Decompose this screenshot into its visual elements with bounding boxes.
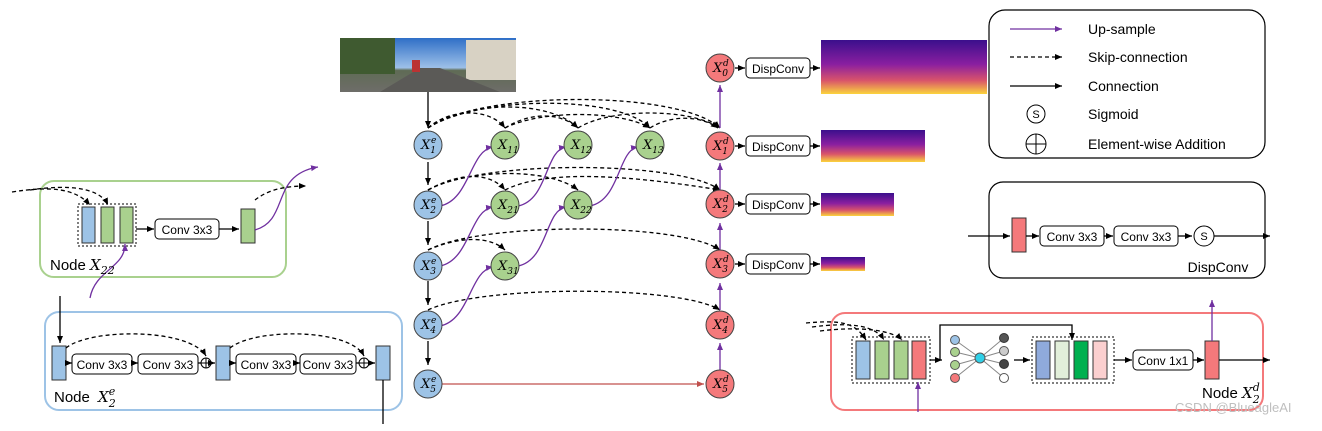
upsample-connections <box>439 85 723 372</box>
decoder-node-1-label: X1d <box>712 137 729 157</box>
encoder-node-5: X5e <box>413 369 443 399</box>
decoder-node-4: X4d <box>705 310 735 340</box>
legend-upsample-label: Up-sample <box>1088 21 1156 37</box>
node-x22-panel: Conv 3x3 Node X22 <box>11 165 319 299</box>
intermediate-node-11-label: X11 <box>497 138 519 156</box>
node-x2d-title: Node X2d <box>1202 381 1260 406</box>
decoder-node-0-label: X0d <box>712 59 729 79</box>
encoder-node-2: X2e <box>413 190 443 220</box>
encoder-node-5-label: X5e <box>420 375 436 395</box>
decoder-node-2-label: X2d <box>712 195 729 215</box>
dispconv-box-3: DispConv <box>745 253 811 275</box>
legend: Up-sample Skip-connection Connection S S… <box>988 9 1266 159</box>
sigmoid-icon: S <box>1026 104 1046 124</box>
legend-skip-label: Skip-connection <box>1088 49 1188 65</box>
node-x2d-panel: Conv 1x1 Node X2d <box>805 300 1270 412</box>
node-x2e-conv-3: Conv 3x3 <box>303 358 354 372</box>
legend-connection-label: Connection <box>1088 78 1159 94</box>
node-x2e-conv-0: Conv 3x3 <box>77 358 128 372</box>
disparity-map-2 <box>821 193 894 216</box>
node-x2e-panel: Conv 3x3 Conv 3x3 Conv 3x3 Conv 3x3 Node… <box>44 296 403 424</box>
node-x2e-conv-1: Conv 3x3 <box>143 358 194 372</box>
decoder-node-2: X2d <box>705 189 735 219</box>
encoder-node-4-label: X4e <box>420 316 436 336</box>
legend-addition-label: Element-wise Addition <box>1088 136 1226 152</box>
disparity-map-1 <box>821 130 925 162</box>
dispconv-panel-conv-1: Conv 3x3 <box>1121 230 1172 244</box>
decoder-node-3: X3d <box>705 249 735 279</box>
encoder-node-1: X1e <box>413 130 443 160</box>
dispconv-sigmoid-symbol: S <box>1200 231 1207 243</box>
legend-sigmoid-label: Sigmoid <box>1088 106 1139 122</box>
dispconv-label-2: DispConv <box>752 198 804 212</box>
encoder-node-2-label: X2e <box>420 196 436 216</box>
intermediate-node-21-label: X21 <box>497 198 519 216</box>
intermediate-node-12: X12 <box>563 130 593 160</box>
encoder-node-1-label: X1e <box>420 136 436 156</box>
dispconv-outputs <box>735 65 820 267</box>
sigmoid-symbol: S <box>1032 109 1039 121</box>
intermediate-node-22: X22 <box>563 190 593 220</box>
node-x22-conv: Conv 3x3 <box>162 223 213 237</box>
disparity-map-3 <box>821 257 865 271</box>
watermark: CSDN @BlueagleAI <box>1175 400 1292 415</box>
decoder-node-0: X0d <box>705 53 735 83</box>
intermediate-node-11: X11 <box>490 130 520 160</box>
intermediate-node-21: X21 <box>490 190 520 220</box>
disparity-map-0 <box>821 40 987 94</box>
intermediate-node-31-label: X31 <box>497 259 519 277</box>
intermediate-node-22-label: X22 <box>570 198 592 216</box>
addition-icon <box>200 357 212 369</box>
decoder-node-1: X1d <box>705 131 735 161</box>
addition-icon <box>1025 133 1047 155</box>
dispconv-box-0: DispConv <box>745 57 811 79</box>
encoder-node-3: X3e <box>413 251 443 281</box>
encoder-node-4: X4e <box>413 310 443 340</box>
skip-connections <box>427 98 721 311</box>
node-x2d-conv: Conv 1x1 <box>1138 354 1189 368</box>
decoder-node-5-label: X5d <box>712 375 729 395</box>
dispconv-panel-title: DispConv <box>1188 259 1249 275</box>
node-x2e-title: Node X2e <box>54 385 116 410</box>
dispconv-label-0: DispConv <box>752 62 804 76</box>
encoder-node-3-label: X3e <box>420 257 436 277</box>
node-x22-title: Node X22 <box>50 256 115 277</box>
decoder-node-4-label: X4d <box>712 316 729 336</box>
intermediate-node-13-label: X13 <box>642 138 664 156</box>
dispconv-panel-conv-0: Conv 3x3 <box>1047 230 1098 244</box>
decoder-node-5: X5d <box>705 369 735 399</box>
dispconv-panel: Conv 3x3 Conv 3x3 S DispConv <box>968 181 1270 279</box>
addition-icon <box>358 357 370 369</box>
input-road-image <box>340 38 516 92</box>
dispconv-label-1: DispConv <box>752 140 804 154</box>
decoder-node-3-label: X3d <box>712 255 729 275</box>
intermediate-node-13: X13 <box>635 130 665 160</box>
dispconv-box-2: DispConv <box>745 193 811 215</box>
dispconv-box-1: DispConv <box>745 135 811 157</box>
node-x2e-conv-2: Conv 3x3 <box>241 358 292 372</box>
intermediate-node-31: X31 <box>490 251 520 281</box>
intermediate-node-12-label: X12 <box>570 138 592 156</box>
dispconv-label-3: DispConv <box>752 258 804 272</box>
attention-graph <box>950 333 1009 383</box>
